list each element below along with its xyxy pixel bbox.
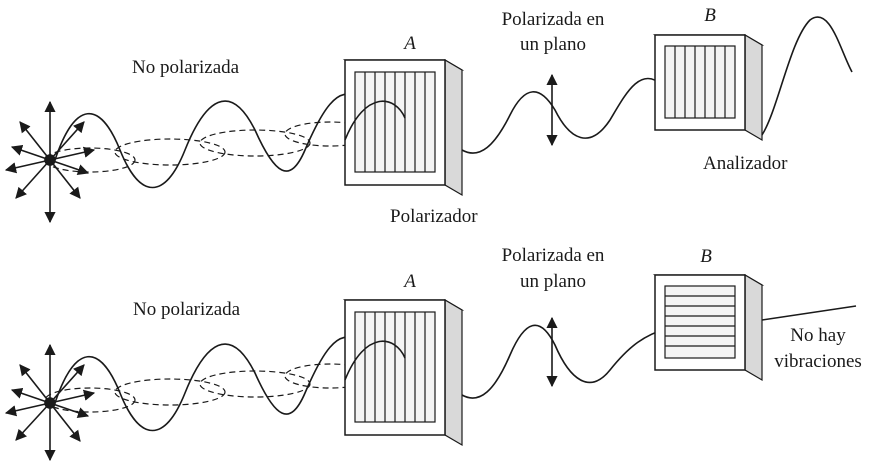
top-plane-polarized-label-line2: un plano [520,34,586,55]
bottom-no-vibration-label-line2: vibraciones [774,351,862,372]
top-polarizer-label: Polarizador [390,206,478,227]
top-unpolarized-ellipses [44,121,376,173]
bottom-analyzer-frame [652,273,765,382]
bottom-polarizer-letter: A [404,271,416,292]
top-analyzer-frame [652,33,765,142]
top-transmitted-wave [761,16,853,136]
bottom-unpolarized-label: No polarizada [133,299,241,320]
top-polarizer-letter: A [404,33,416,54]
top-analyzer-letter: B [704,5,716,26]
bottom-plane-polarized-label-line2: un plano [520,271,586,292]
bottom-unpolarized-source [4,343,96,462]
top-analyzer-label: Analizador [703,153,788,174]
bottom-unpolarized-ellipses [44,363,376,413]
bottom-no-vibration-line [761,305,857,321]
top-polarizer-frame [342,58,465,197]
top-unpolarized-label: No polarizada [132,57,240,78]
top-plane-polarized-label-line1: Polarizada en [501,9,605,30]
bottom-unpolarized-wave [54,336,361,432]
bottom-no-vibration-label-line1: No hay [790,325,846,346]
bottom-analyzer-letter: B [700,246,712,267]
bottom-polarizer-frame [342,298,465,447]
bottom-plane-polarized-label-line1: Polarizada en [501,245,605,266]
top-unpolarized-wave [54,93,361,189]
top-unpolarized-source [4,100,96,224]
